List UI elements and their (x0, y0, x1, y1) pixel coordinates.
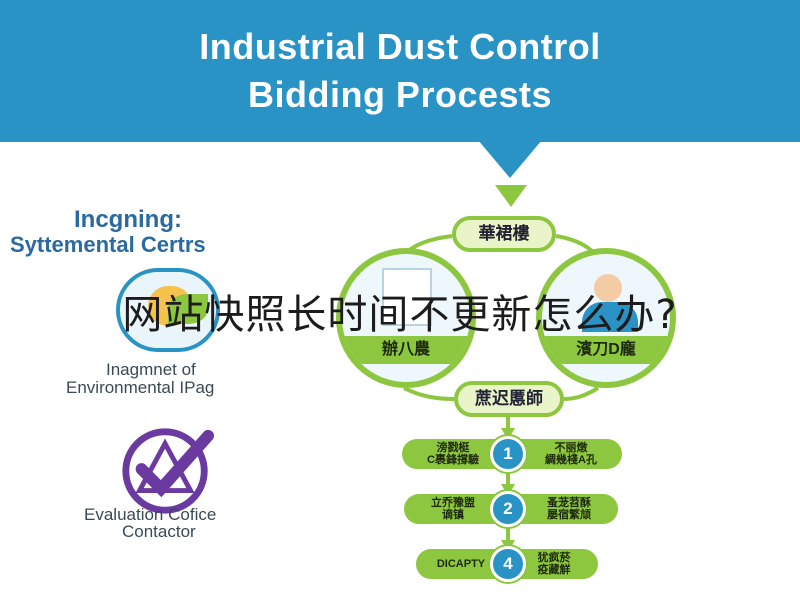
overlay-caption: 网站快照长时间不更新怎么办? (122, 292, 678, 338)
page-title-line-1: Industrial Dust Control (199, 26, 601, 67)
step-2-right-text: 蚤茏苕酥 屡宿繁颃 (547, 497, 591, 521)
step-4-left-text: DICAPTY (436, 558, 486, 570)
page-title-line-2: Bidding Procests (247, 74, 553, 115)
person-head-icon (594, 274, 622, 302)
environment-badge-icon (116, 268, 220, 352)
evaluation-check-icon (122, 428, 215, 514)
step-2-left-text: 立乔豫盥 谪镇 (431, 497, 475, 521)
step-1-left-text: 滂戮梃 C裹鋒撐驗 (427, 442, 479, 466)
leaf-shape (168, 294, 208, 324)
flow-node-right: 濱刀D龐 (536, 248, 676, 388)
flow-top-label: 華裙樓 (452, 216, 556, 252)
flow-node-left: 辦八農 (336, 248, 476, 388)
header-pointer (478, 140, 542, 178)
arrow-down-icon (495, 185, 527, 207)
flow-middle-label: 蔗迟慝師 (454, 381, 564, 417)
curve-mid-right (563, 386, 600, 401)
flow-node-right-label: 濱刀D龐 (542, 336, 670, 364)
left-heading-line-2: Syttemental Certrs (10, 232, 206, 257)
left-heading-line-1: Incgning: (74, 206, 182, 233)
curve-mid-left (403, 386, 455, 401)
step-1-number: 1 (490, 436, 526, 472)
eval-caption-line-2: Contactor (122, 522, 196, 541)
header-banner: Industrial Dust Control Bidding Procests (0, 0, 800, 142)
person-body-icon (582, 302, 638, 332)
step-2-number: 2 (490, 491, 526, 527)
eval-caption-line-1: Evaluation Cofice (84, 505, 217, 524)
arrowhead-step-2 (501, 484, 515, 496)
document-icon (382, 268, 432, 326)
step-4-number: 4 (490, 546, 526, 582)
step-4-right-text: 犹疯菸 疫藏觧 (537, 552, 571, 576)
flow-node-left-label: 辦八農 (342, 336, 470, 364)
env-caption-line-2: Environmental IPag (66, 378, 215, 397)
arrowhead-step-1 (501, 428, 515, 440)
step-1-right-text: 不丽燉 綢幾棧A孔 (545, 442, 597, 466)
env-caption-line-1: Inagmnet of (106, 360, 196, 379)
